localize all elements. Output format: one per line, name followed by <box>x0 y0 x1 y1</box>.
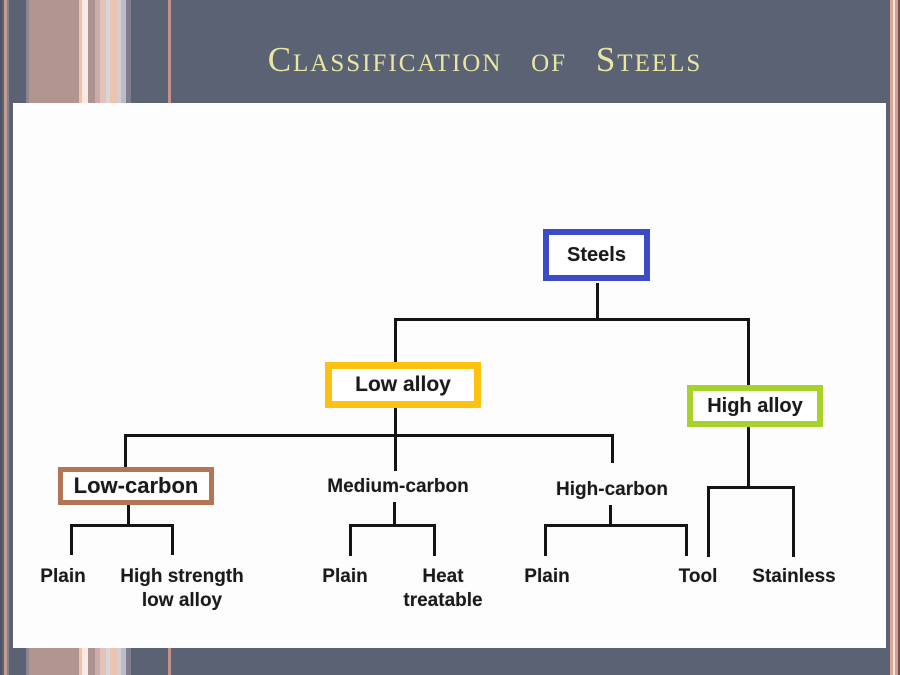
connector-line <box>609 505 612 527</box>
connector-line <box>124 434 614 437</box>
node-plain-low-carbon: Plain <box>40 566 86 587</box>
connector-line <box>611 434 614 463</box>
connector-line <box>124 434 127 468</box>
connector-line <box>70 524 174 527</box>
connector-line <box>394 318 750 321</box>
connector-line <box>393 502 396 527</box>
connector-line <box>394 407 397 471</box>
connector-line <box>792 486 795 557</box>
connector-line <box>747 318 750 386</box>
connector-line <box>544 524 547 556</box>
node-heat-treatable-line1: Heat <box>422 566 464 587</box>
node-steels: Steels <box>543 229 650 281</box>
node-high-carbon: High-carbon <box>556 479 668 500</box>
connector-line <box>127 504 130 527</box>
connector-line <box>349 524 436 527</box>
connector-line <box>544 524 688 527</box>
node-high-strength-low-alloy: High strength low alloy <box>120 565 244 613</box>
slide-title: Classification of Steels <box>267 40 703 79</box>
connector-line <box>685 524 688 556</box>
connector-line <box>349 524 352 556</box>
connector-line <box>747 427 750 489</box>
node-heat-treatable: Heat treatable <box>403 565 482 613</box>
connector-line <box>596 283 599 321</box>
node-tool: Tool <box>678 566 718 587</box>
node-high-alloy: High alloy <box>687 385 823 427</box>
node-high-alloy-label: High alloy <box>707 394 803 417</box>
node-plain-high-carbon: Plain <box>524 566 570 587</box>
node-low-alloy: Low alloy <box>325 362 481 408</box>
connector-line <box>707 486 710 557</box>
right-stripe-decoration <box>884 0 900 675</box>
node-high-strength-line1: High strength <box>120 566 244 587</box>
connector-line <box>171 524 174 555</box>
diagram-panel: Steels Low alloy High alloy Low-carbon M… <box>13 103 886 648</box>
connector-line <box>70 524 73 555</box>
node-plain-medium-carbon: Plain <box>322 566 368 587</box>
node-high-strength-line2: low alloy <box>141 590 223 611</box>
node-steels-label: Steels <box>567 243 626 266</box>
node-low-carbon: Low-carbon <box>58 467 214 505</box>
node-low-carbon-label: Low-carbon <box>73 473 199 498</box>
node-stainless: Stainless <box>752 566 836 587</box>
node-low-alloy-label: Low alloy <box>355 373 451 396</box>
connector-line <box>433 524 436 556</box>
node-heat-treatable-line2: treatable <box>403 590 483 611</box>
connector-line <box>394 318 397 362</box>
connector-line <box>707 486 795 489</box>
node-medium-carbon: Medium-carbon <box>327 476 469 497</box>
